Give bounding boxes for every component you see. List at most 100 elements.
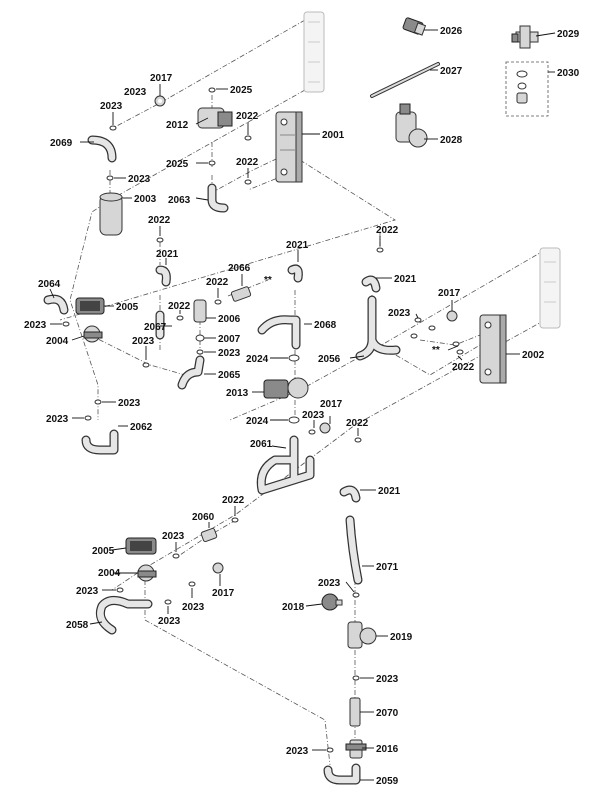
label-2065: 2065 (218, 370, 241, 381)
label-2060: 2060 (192, 512, 215, 523)
label-2017-bottom: 2017 (212, 588, 235, 599)
label-2002: 2002 (522, 350, 545, 361)
label-2018: 2018 (282, 602, 305, 613)
part-2026-fitting (402, 17, 427, 36)
label-2058: 2058 (66, 620, 89, 631)
label-2023-c: 2023 (24, 320, 47, 331)
pipe-2065 (177, 355, 205, 390)
label-2064: 2064 (38, 279, 61, 290)
part-2030-seals (516, 70, 528, 104)
label-2021-d: 2021 (378, 486, 401, 497)
label-2061: 2061 (250, 439, 273, 450)
sensor-2005-bottom (125, 537, 157, 555)
label-2023-d: 2023 (132, 336, 155, 347)
label-2021-c: 2021 (394, 274, 417, 285)
heat-exchanger-2002 (479, 314, 507, 384)
sensor-2018 (321, 593, 343, 611)
part-2027-rod (370, 62, 440, 98)
nut-2017-bottom (212, 562, 224, 574)
leader-lines (49, 29, 556, 781)
valve-2004-top (83, 325, 103, 343)
nut-2017-top (154, 95, 166, 107)
label-2023-j: 2023 (318, 578, 341, 589)
kit-2030-box (505, 61, 549, 117)
label-2027: 2027 (440, 66, 463, 77)
heat-exchanger-right-ghost (539, 247, 561, 329)
label-2019: 2019 (390, 632, 413, 643)
label-2007: 2007 (218, 334, 241, 345)
label-2068: 2068 (314, 320, 337, 331)
label-2012: 2012 (166, 120, 189, 131)
label-2013: 2013 (226, 388, 249, 399)
pipe-2063 (207, 183, 229, 213)
label-2022-b: 2022 (236, 157, 259, 168)
label-2001: 2001 (322, 130, 345, 141)
label-2024-b: 2024 (246, 416, 269, 427)
sensor-2005-top (75, 297, 105, 315)
elbow-2021-b (287, 264, 303, 283)
label-2023-a: 2023 (100, 101, 123, 112)
pipe-2056 (355, 295, 401, 361)
fitting-2060 (200, 527, 218, 543)
label-2028: 2028 (440, 135, 463, 146)
heat-exchanger-top-ghost (303, 11, 325, 93)
label-2023-k: 2023 (76, 586, 99, 597)
label-2062: 2062 (130, 422, 153, 433)
label-2004-bottom: 2004 (98, 568, 121, 579)
label-2056: 2056 (318, 354, 341, 365)
pump-2012 (197, 107, 233, 129)
label-2029: 2029 (557, 29, 580, 40)
label-2023-bottom: 2023 (286, 746, 309, 757)
label-2023-h: 2023 (388, 308, 411, 319)
part-2029-tee (511, 25, 539, 49)
label-2004-top: 2004 (46, 336, 69, 347)
label-2025-b: 2025 (166, 159, 189, 170)
label-2006: 2006 (218, 314, 241, 325)
label-2017-right: 2017 (438, 288, 461, 299)
label-2022-g: 2022 (346, 418, 369, 429)
label-2003: 2003 (134, 194, 157, 205)
pipe-2061 (256, 435, 315, 495)
label-2071: 2071 (376, 562, 399, 573)
tank-2003 (99, 192, 123, 236)
pipe-2064 (43, 294, 69, 315)
label-2024-a: 2024 (246, 354, 269, 365)
heat-exchanger-2001 (275, 111, 303, 183)
label-2025-top: 2025 (230, 85, 253, 96)
label-2022-h: 2022 (452, 362, 475, 373)
label-2021-b: 2021 (286, 240, 309, 251)
fitting-2066 (230, 286, 252, 302)
label-2023-m: 2023 (158, 616, 181, 627)
label-2022-c: 2022 (148, 215, 171, 226)
pump-2013 (263, 377, 309, 399)
label-2026: 2026 (440, 26, 463, 37)
elbow-2021-d (339, 485, 361, 503)
label-2017-mid: 2017 (320, 399, 343, 410)
label-2022-e: 2022 (206, 277, 229, 288)
label-2070: 2070 (376, 708, 399, 719)
label-2066: 2066 (228, 263, 251, 274)
label-2023-n: 2023 (376, 674, 399, 685)
label-2023-i: 2023 (162, 531, 185, 542)
pipe-2062 (81, 429, 119, 455)
label-2022-f: 2022 (168, 301, 191, 312)
pipe-2058 (95, 596, 153, 635)
label-2059: 2059 (376, 776, 399, 787)
label-2023-top: 2023 (124, 87, 147, 98)
fitting-2006 (193, 299, 207, 323)
valve-2019 (347, 621, 377, 649)
label-2023-g: 2023 (302, 410, 325, 421)
label-2023-b: 2023 (128, 174, 151, 185)
label-2016: 2016 (376, 744, 399, 755)
label-2022-i: 2022 (222, 495, 245, 506)
pipe-2069 (87, 135, 117, 163)
label-2023-e: 2023 (218, 348, 241, 359)
pipe-2068 (257, 315, 301, 350)
note-star-a: ** (264, 275, 272, 286)
pipe-2070 (349, 697, 361, 727)
label-2005-top: 2005 (116, 302, 139, 313)
label-2022-d: 2022 (376, 225, 399, 236)
part-labels: 2026 2029 2027 2030 2028 2017 2025 2023 … (24, 26, 580, 787)
nut-2017-mid (319, 422, 331, 434)
